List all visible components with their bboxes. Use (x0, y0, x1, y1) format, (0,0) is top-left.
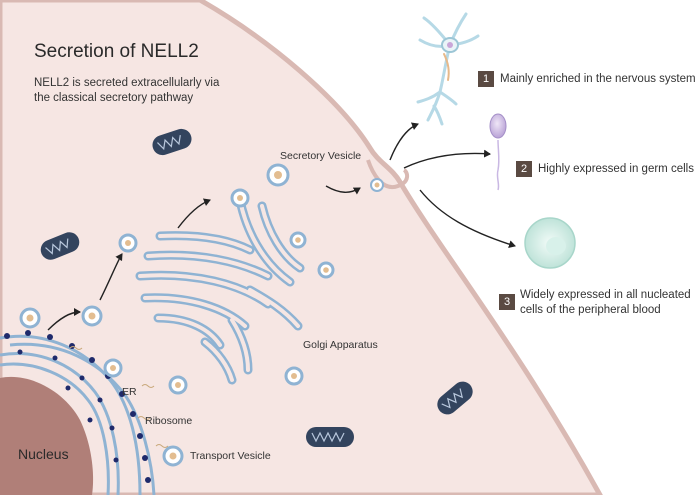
fact-text-3: Widely expressed in all nucleated cells … (520, 289, 691, 316)
fact-badge-3: 3 (499, 294, 515, 310)
fact-text-1: Mainly enriched in the nervous system (500, 73, 696, 85)
sperm-cell-icon (489, 113, 507, 191)
secretory-vesicle-label: Secretory Vesicle (280, 150, 362, 162)
neuron-icon (416, 12, 480, 126)
vesicles (19, 163, 384, 467)
transport-vesicle-legend-icon (162, 445, 184, 467)
golgi-apparatus-label: Golgi Apparatus (303, 339, 378, 351)
nucleus (0, 376, 94, 495)
er-label: ER (122, 386, 137, 398)
transport-vesicle-label: Transport Vesicle (190, 450, 271, 462)
pathway-arrows (47, 122, 516, 331)
ribosome-label: Ribosome (145, 415, 193, 427)
mitochondria (40, 128, 473, 447)
fact-text-2: Highly expressed in germ cells (538, 163, 694, 175)
fact-badge-2: 2 (516, 161, 532, 177)
diagram-title: Secretion of NELL2 (34, 41, 199, 62)
fact-badge-1: 1 (478, 71, 494, 87)
exocytosis-site (366, 159, 410, 190)
diagram-subtitle: NELL2 is secreted extracellularly via th… (34, 77, 220, 104)
nucleus-label: Nucleus (18, 446, 69, 462)
blood-cell-icon (524, 217, 576, 269)
